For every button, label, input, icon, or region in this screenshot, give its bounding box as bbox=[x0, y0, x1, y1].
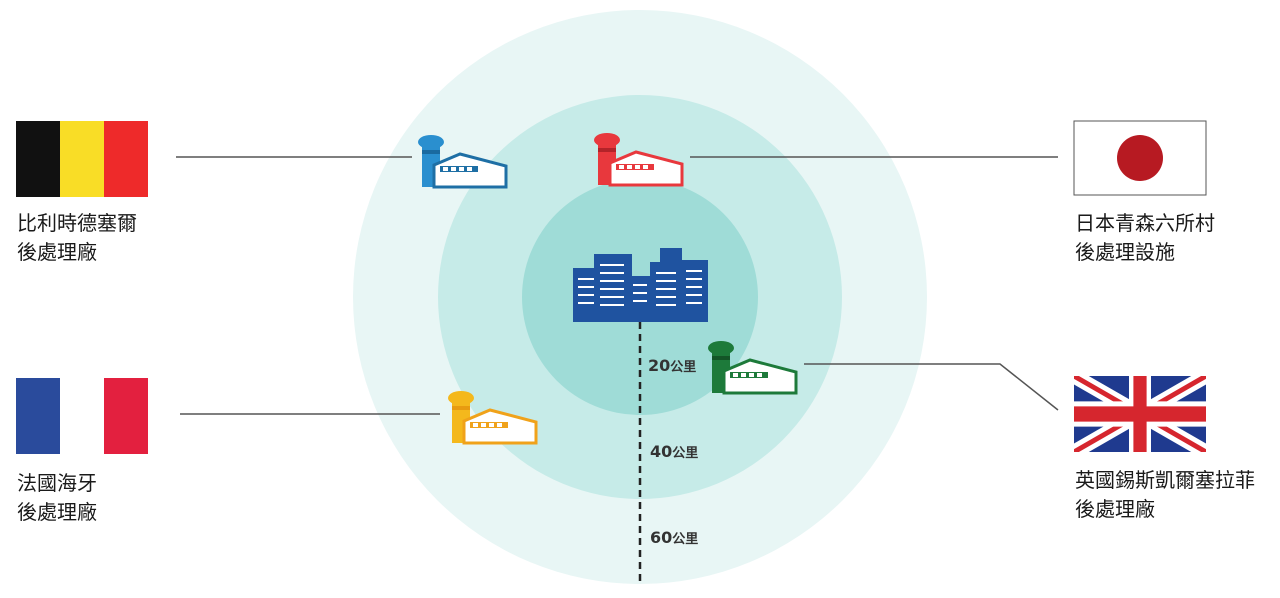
uk-site-name: 英國錫斯凱爾塞拉菲 bbox=[1075, 468, 1255, 492]
uk-flag bbox=[1074, 376, 1206, 452]
belgium-site-label: 比利時德塞爾 後處理廠 bbox=[17, 209, 137, 267]
uk-site-type: 後處理廠 bbox=[1075, 497, 1155, 521]
plant-icon-yellow bbox=[448, 391, 538, 445]
france-site-type: 後處理廠 bbox=[17, 500, 97, 524]
distance-label-40: 40公里 bbox=[650, 442, 699, 461]
france-site-label: 法國海牙 後處理廠 bbox=[17, 469, 97, 527]
japan-site-label: 日本青森六所村 後處理設施 bbox=[1075, 209, 1215, 267]
city-buildings-icon bbox=[573, 248, 708, 322]
belgium-site-name: 比利時德塞爾 bbox=[17, 211, 137, 235]
connector-uk bbox=[804, 363, 1059, 411]
distance-label-60: 60公里 bbox=[650, 528, 699, 547]
plant-icon-green bbox=[708, 341, 798, 395]
france-flag bbox=[16, 378, 148, 454]
belgium-flag bbox=[16, 121, 148, 197]
distance-label-20: 20公里 bbox=[648, 356, 697, 375]
france-site-name: 法國海牙 bbox=[17, 471, 97, 495]
plant-icon-blue bbox=[418, 135, 508, 189]
belgium-site-type: 後處理廠 bbox=[17, 240, 97, 264]
uk-site-label: 英國錫斯凱爾塞拉菲 後處理廠 bbox=[1075, 466, 1255, 524]
japan-flag bbox=[1073, 120, 1207, 196]
plant-icon-red bbox=[594, 133, 684, 187]
japan-site-type: 後處理設施 bbox=[1075, 240, 1175, 264]
japan-site-name: 日本青森六所村 bbox=[1075, 211, 1215, 235]
